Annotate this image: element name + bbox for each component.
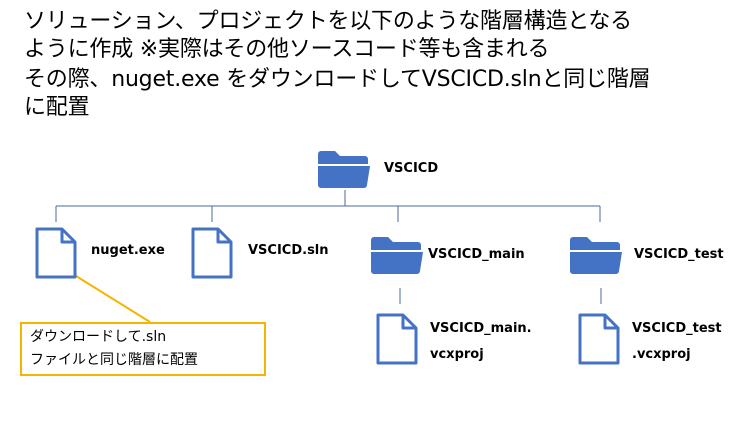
heading-nuget-line-1: その際、nuget.exe をダウンロードしてVSCICD.slnと同じ階層 xyxy=(24,67,651,92)
callout-line-1: ダウンロードして.sln xyxy=(30,329,167,345)
heading-structure-line-2: ように作成 ※実際はその他ソースコード等も含まれる xyxy=(24,37,550,62)
main-vcxproj-label-line-2: vcxproj xyxy=(430,347,484,362)
test-vcxproj-label-line-2: .vcxproj xyxy=(632,347,691,362)
file-icon xyxy=(35,227,77,279)
vscicd-sln-label: VSCICD.sln xyxy=(248,243,329,258)
vscicd-main-label: VSCICD_main xyxy=(428,247,525,262)
heading-nuget-placement: その際、nuget.exe をダウンロードしてVSCICD.slnと同じ階層 に… xyxy=(24,66,651,122)
main-vcxproj-label-line-1: VSCICD_main. xyxy=(430,321,532,336)
folder-icon xyxy=(318,151,370,188)
heading-structure: ソリューション、プロジェクトを以下のような階層構造となる ように作成 ※実際はそ… xyxy=(24,8,632,64)
main-vcxproj-label: VSCICD_main. vcxproj xyxy=(430,316,532,368)
file-icon xyxy=(578,313,620,365)
heading-structure-line-1: ソリューション、プロジェクトを以下のような階層構造となる xyxy=(24,9,632,34)
folder-icon xyxy=(570,237,622,274)
test-vcxproj-label-line-1: VSCICD_test xyxy=(632,321,722,336)
file-icon xyxy=(191,227,233,279)
test-vcxproj-label: VSCICD_test .vcxproj xyxy=(632,316,722,368)
root-folder-label: VSCICD xyxy=(384,161,439,176)
heading-nuget-line-2: に配置 xyxy=(24,95,90,120)
callout-pointer xyxy=(67,270,151,323)
callout-note: ダウンロードして.sln ファイルと同じ階層に配置 xyxy=(20,322,266,376)
nuget-exe-label: nuget.exe xyxy=(91,243,165,258)
vscicd-test-label: VSCICD_test xyxy=(634,247,724,262)
file-icon xyxy=(376,313,418,365)
callout-line-2: ファイルと同じ階層に配置 xyxy=(30,352,198,368)
folder-icon xyxy=(371,237,423,274)
